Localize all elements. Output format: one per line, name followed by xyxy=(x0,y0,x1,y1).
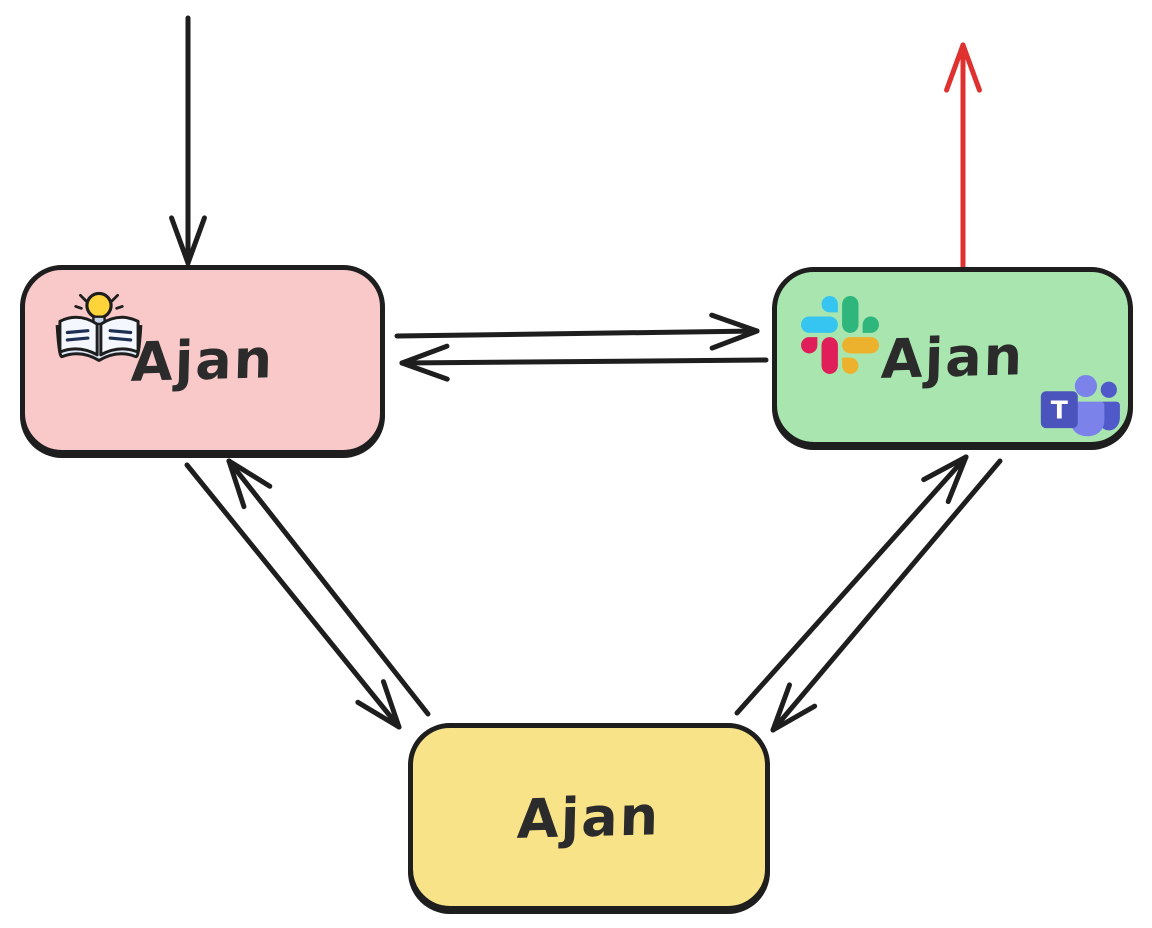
node-agent-pink: Ajan xyxy=(20,265,385,455)
node-agent-yellow: Ajan xyxy=(408,723,770,911)
agent-green-label: Ajan xyxy=(880,323,1025,391)
edge-inflow-top xyxy=(169,15,207,266)
edge-pink-to-yellow xyxy=(184,462,402,730)
edge-yellow-to-pink xyxy=(226,458,431,717)
agent-pink-label: Ajan xyxy=(130,326,275,394)
edge-outflow-red xyxy=(944,42,982,271)
edge-pink-to-green xyxy=(394,312,760,351)
slack-icon xyxy=(801,296,879,374)
edge-green-to-yellow xyxy=(770,458,1003,733)
teams-icon: T xyxy=(1036,372,1124,440)
edge-yellow-to-green xyxy=(734,454,969,716)
teams-icon-letter: T xyxy=(1051,396,1068,425)
book-lightbulb-icon xyxy=(51,286,147,366)
edge-green-to-pink xyxy=(399,343,769,382)
agent-yellow-label: Ajan xyxy=(516,783,662,851)
node-agent-green: Ajan T xyxy=(772,267,1133,447)
